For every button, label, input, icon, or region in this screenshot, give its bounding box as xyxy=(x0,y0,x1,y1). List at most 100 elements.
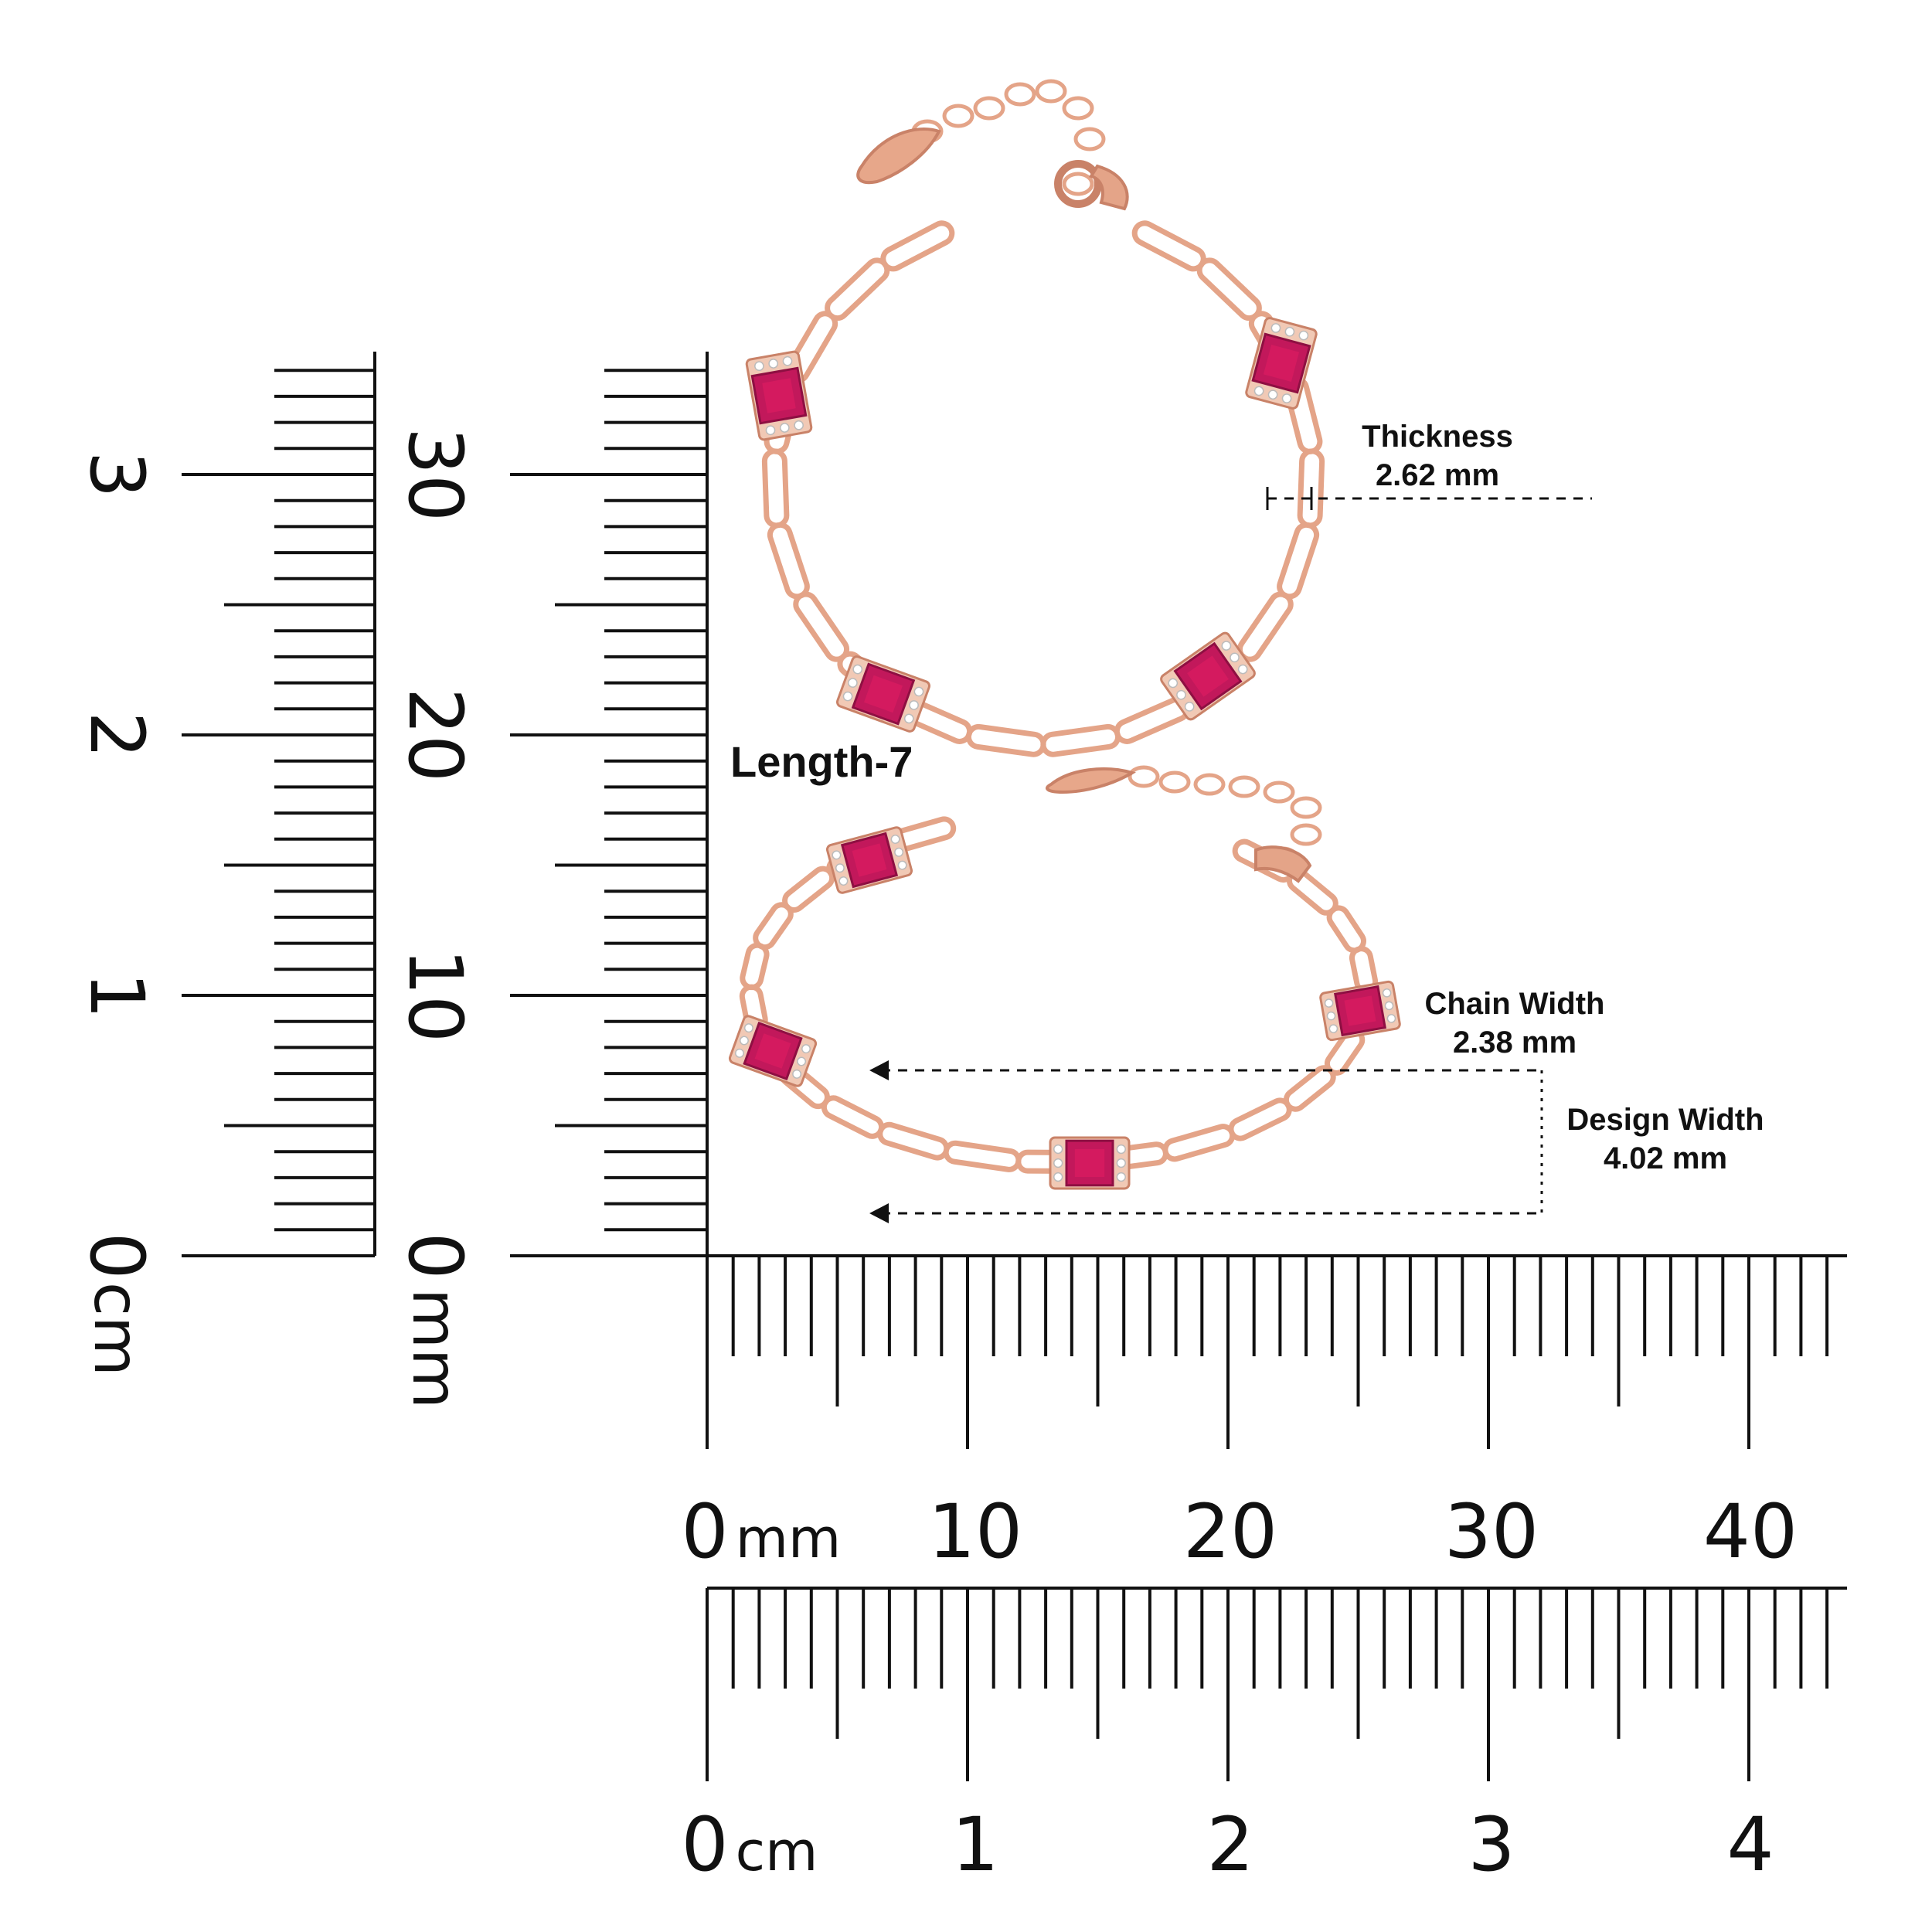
vertical-mm-ruler: 0 10 20 30 mm xyxy=(392,352,709,1409)
chain-link xyxy=(821,1095,885,1139)
chain-link xyxy=(880,220,955,272)
extender-link xyxy=(1158,770,1191,794)
pave-stone xyxy=(838,876,849,886)
pave-stone xyxy=(848,678,858,688)
vertical-cm-label-3: 3 xyxy=(73,451,160,498)
chain-link xyxy=(1236,591,1294,662)
pave-stone xyxy=(1284,326,1295,337)
design-width-annotation: Design Width 4.02 mm xyxy=(869,1060,1764,1223)
pave-stone xyxy=(852,664,863,675)
pave-stone xyxy=(782,355,793,366)
extender-link xyxy=(1263,781,1295,804)
gem-station xyxy=(836,655,930,733)
pave-stone xyxy=(765,425,776,436)
extender-link xyxy=(1228,775,1260,798)
pave-stone xyxy=(1053,1172,1063,1182)
horizontal-cm-label-2: 2 xyxy=(1206,1801,1253,1888)
chain-link xyxy=(1040,723,1121,757)
pave-stone xyxy=(1168,678,1179,689)
pave-stone xyxy=(743,1023,753,1033)
bracelet-round-clasp-ring xyxy=(1054,160,1102,208)
thickness-label: Thickness xyxy=(1362,420,1513,454)
bracelet-round-chain xyxy=(761,220,1325,757)
chain-link xyxy=(1196,257,1262,321)
pave-stone xyxy=(1384,1001,1394,1011)
pave-stone xyxy=(1267,389,1278,400)
extender-link xyxy=(1004,82,1036,107)
pave-stone xyxy=(913,686,924,697)
pave-stone xyxy=(792,1069,802,1079)
vertical-cm-label-0: 0 xyxy=(73,1232,160,1279)
pave-stone xyxy=(1326,1011,1336,1021)
chain-link xyxy=(943,1140,1022,1172)
chain-link xyxy=(761,448,790,529)
horizontal-mm-label-40: 40 xyxy=(1703,1488,1798,1575)
extender-link xyxy=(1290,823,1322,846)
chain-width-annotation: Chain Width 2.38 mm xyxy=(1425,987,1605,1060)
ruby-gem-facet xyxy=(863,675,903,713)
gem-station xyxy=(728,1015,818,1087)
pave-stone xyxy=(1237,664,1248,675)
horizontal-mm-unit: mm xyxy=(736,1507,841,1570)
horizontal-mm-label-30: 30 xyxy=(1444,1488,1539,1575)
design-width-value: 4.02 mm xyxy=(1604,1141,1727,1175)
ruby-gem-facet xyxy=(852,843,887,877)
chain-link xyxy=(825,257,890,321)
thickness-value: 2.62 mm xyxy=(1376,458,1499,492)
vertical-mm-label-20: 20 xyxy=(392,688,478,782)
chain-link xyxy=(767,522,810,600)
pave-stone xyxy=(1324,998,1334,1008)
pave-stone xyxy=(1253,386,1264,396)
extender-link xyxy=(1290,796,1322,819)
pave-stone xyxy=(1328,1024,1338,1033)
pave-stone xyxy=(894,847,904,857)
pave-stone xyxy=(842,691,853,702)
pave-stone xyxy=(1116,1144,1126,1155)
gem-station xyxy=(825,826,913,894)
horizontal-cm-label-3: 3 xyxy=(1468,1801,1515,1888)
design-width-top-arrow xyxy=(869,1060,889,1080)
design-width-label: Design Width xyxy=(1566,1103,1764,1137)
thickness-annotation: Thickness 2.62 mm xyxy=(1266,420,1592,510)
extender-link xyxy=(1193,773,1226,796)
pave-stone xyxy=(779,423,790,433)
length-label: Length-7 xyxy=(730,737,913,786)
horizontal-mm-label-20: 20 xyxy=(1183,1488,1277,1575)
bracelet-flat-teardrop-charm xyxy=(1046,767,1136,794)
bracelet-flat-lobster-clasp xyxy=(1254,845,1312,883)
chain-link xyxy=(1162,1124,1236,1162)
pave-stone xyxy=(903,713,914,724)
horizontal-mm-label-10: 10 xyxy=(928,1488,1022,1575)
pave-stone xyxy=(1382,988,1392,998)
horizontal-mm-ruler: 0 mm 10 20 30 40 xyxy=(514,1254,1847,1575)
pave-stone xyxy=(739,1036,749,1046)
vertical-mm-unit: mm xyxy=(399,1288,471,1409)
horizontal-cm-label-1: 1 xyxy=(951,1801,998,1888)
extender-link xyxy=(973,96,1005,121)
vertical-mm-label-10: 10 xyxy=(392,948,478,1043)
pave-stone xyxy=(1298,330,1309,341)
bracelet-round-teardrop-charm xyxy=(856,128,941,185)
pave-stone xyxy=(1281,393,1292,403)
ruby-gem-facet xyxy=(1263,345,1300,382)
vertical-cm-ruler: 0 1 2 3 cm xyxy=(73,352,376,1376)
chain-link xyxy=(1277,522,1320,600)
chain-link xyxy=(877,1121,950,1161)
extender-link xyxy=(1073,127,1106,151)
chain-width-label: Chain Width xyxy=(1425,987,1605,1021)
pave-stone xyxy=(835,863,845,873)
horizontal-cm-label-0: 0 xyxy=(681,1801,728,1888)
pave-stone xyxy=(754,361,764,372)
pave-stone xyxy=(735,1048,744,1058)
gem-station xyxy=(1319,980,1401,1042)
vertical-cm-unit: cm xyxy=(80,1282,152,1376)
ruby-gem-facet xyxy=(754,1033,791,1069)
gem-station xyxy=(745,350,813,441)
pave-stone xyxy=(1176,689,1186,700)
chain-link xyxy=(1228,1097,1292,1141)
chain-link xyxy=(1131,220,1206,272)
bracelet-round-gem-stations xyxy=(745,317,1318,733)
pave-stone xyxy=(1184,702,1195,712)
pave-stone xyxy=(1221,641,1232,651)
extender-link xyxy=(1062,96,1094,121)
